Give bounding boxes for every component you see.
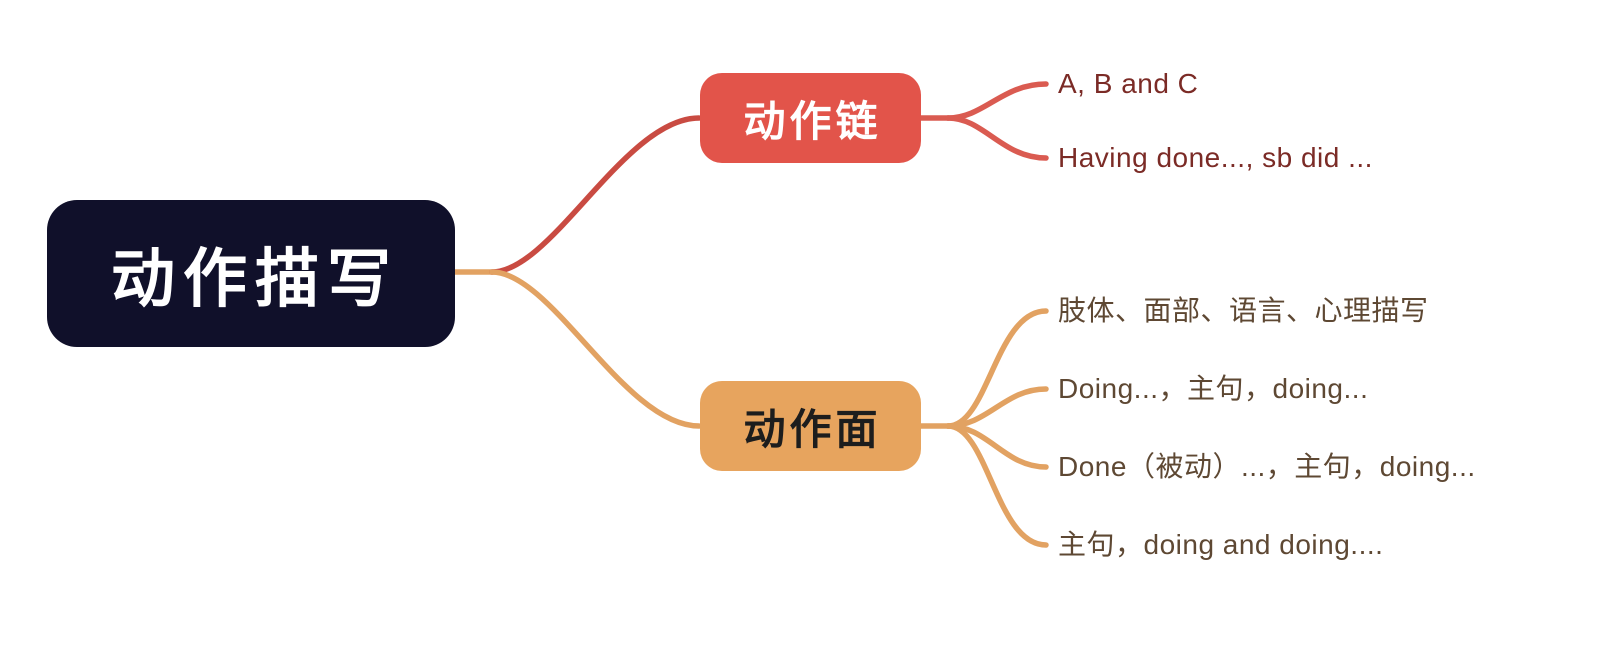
leaf-facets-doing-main-doing[interactable]: Doing...，主句，doing... [1058, 373, 1369, 404]
edge-root-to-action-facets [489, 269, 702, 429]
leaf-facets-done-passive[interactable]: Done（被动）...，主句，doing... [1058, 451, 1476, 482]
leaf-chain-a-b-and-c[interactable]: A, B and C [1058, 68, 1199, 99]
edge-facets-leaf-1 [945, 308, 1049, 429]
root-node-action-description[interactable]: 动作描写 [47, 200, 455, 347]
edge-facets-leaf-4 [945, 423, 1049, 548]
branch-node-action-facets[interactable]: 动作面 [700, 381, 921, 471]
edge-chain-leaf-2 [945, 115, 1049, 161]
branch-node-action-chain[interactable]: 动作链 [700, 73, 921, 163]
edge-chain-leaf-1 [945, 81, 1049, 121]
leaf-facets-main-doing-and-doing[interactable]: 主句，doing and doing.... [1058, 529, 1384, 560]
leaf-facets-body-face-speech-mind[interactable]: 肢体、面部、语言、心理描写 [1058, 295, 1429, 326]
edge-root-to-action-chain [489, 115, 702, 275]
leaf-chain-having-done[interactable]: Having done..., sb did ... [1058, 142, 1373, 173]
